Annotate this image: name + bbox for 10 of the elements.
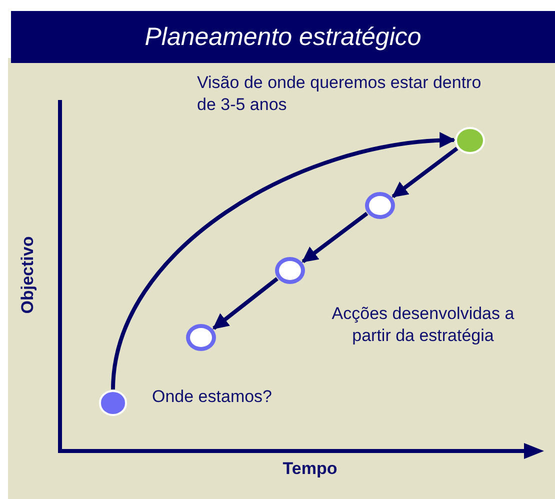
arrow (212, 277, 278, 330)
title-banner: Planeamento estratégico (11, 11, 555, 63)
arrow (392, 146, 458, 198)
axis-label: Tempo (282, 458, 338, 480)
arrow (111, 132, 456, 390)
axis-label: Objectivo (17, 235, 38, 316)
arrow (302, 212, 368, 264)
annotation-text: Acções desenvolvidas a partir da estratégia (330, 303, 516, 347)
annotation-text: Onde estamos? (152, 386, 274, 408)
annotation-text: Visão de onde queremos estar dentro de 3-5 anos (197, 72, 482, 116)
